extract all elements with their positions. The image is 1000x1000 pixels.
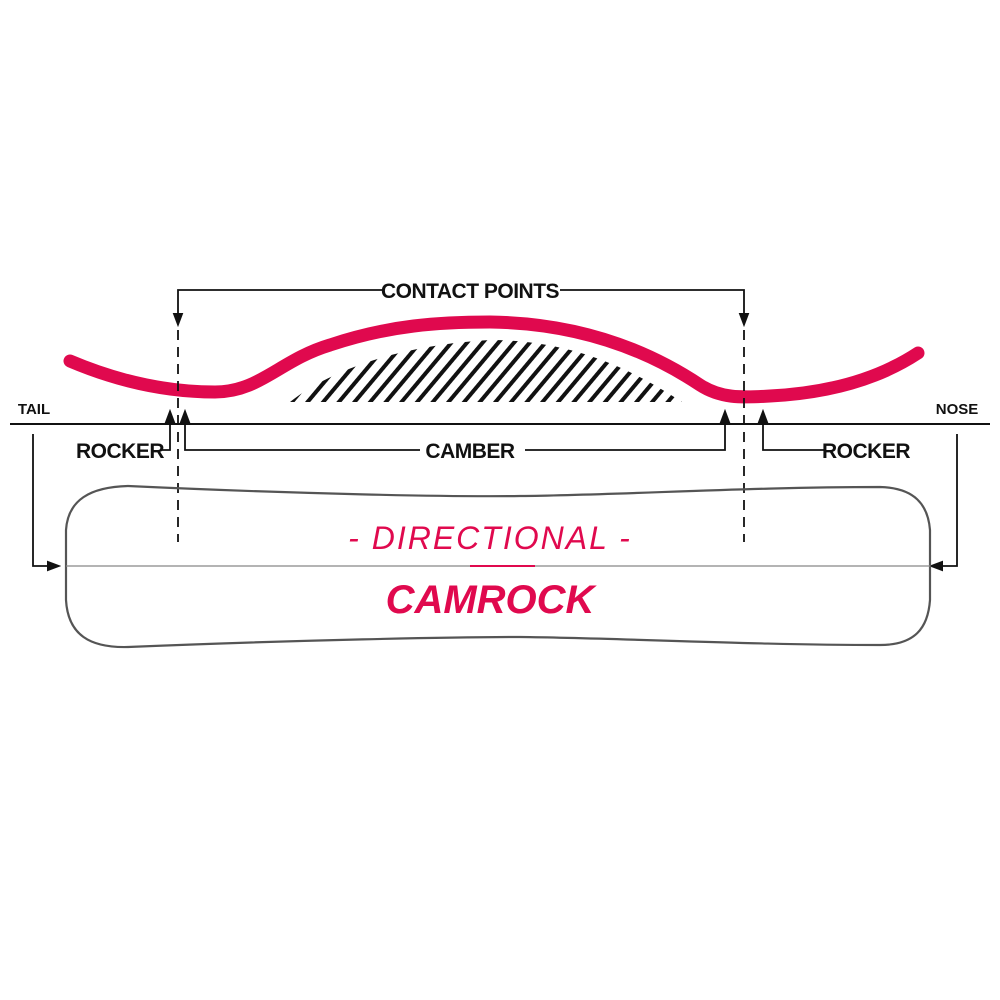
board-profile-curve	[63, 315, 925, 404]
board-outline	[64, 484, 932, 649]
tail-pointer	[32, 434, 62, 572]
rocker-left-pointer	[160, 408, 176, 451]
contact-points-bracket-right	[560, 289, 750, 328]
board-profile-label: CAMROCK	[386, 578, 598, 622]
camber-pointer-right	[525, 408, 731, 451]
board-shape-label: - DIRECTIONAL -	[348, 520, 632, 556]
nose-pointer	[928, 434, 958, 572]
rocker-right-pointer	[757, 408, 825, 451]
tail-label: TAIL	[18, 401, 50, 418]
nose-label: NOSE	[936, 401, 979, 418]
camber-pointer-left	[179, 408, 420, 451]
contact-points-label: CONTACT POINTS	[381, 280, 560, 303]
camber-label: CAMBER	[425, 440, 514, 463]
rocker-left-label: ROCKER	[76, 440, 164, 463]
rocker-right-label: ROCKER	[822, 440, 910, 463]
contact-points-bracket-left	[172, 289, 382, 328]
